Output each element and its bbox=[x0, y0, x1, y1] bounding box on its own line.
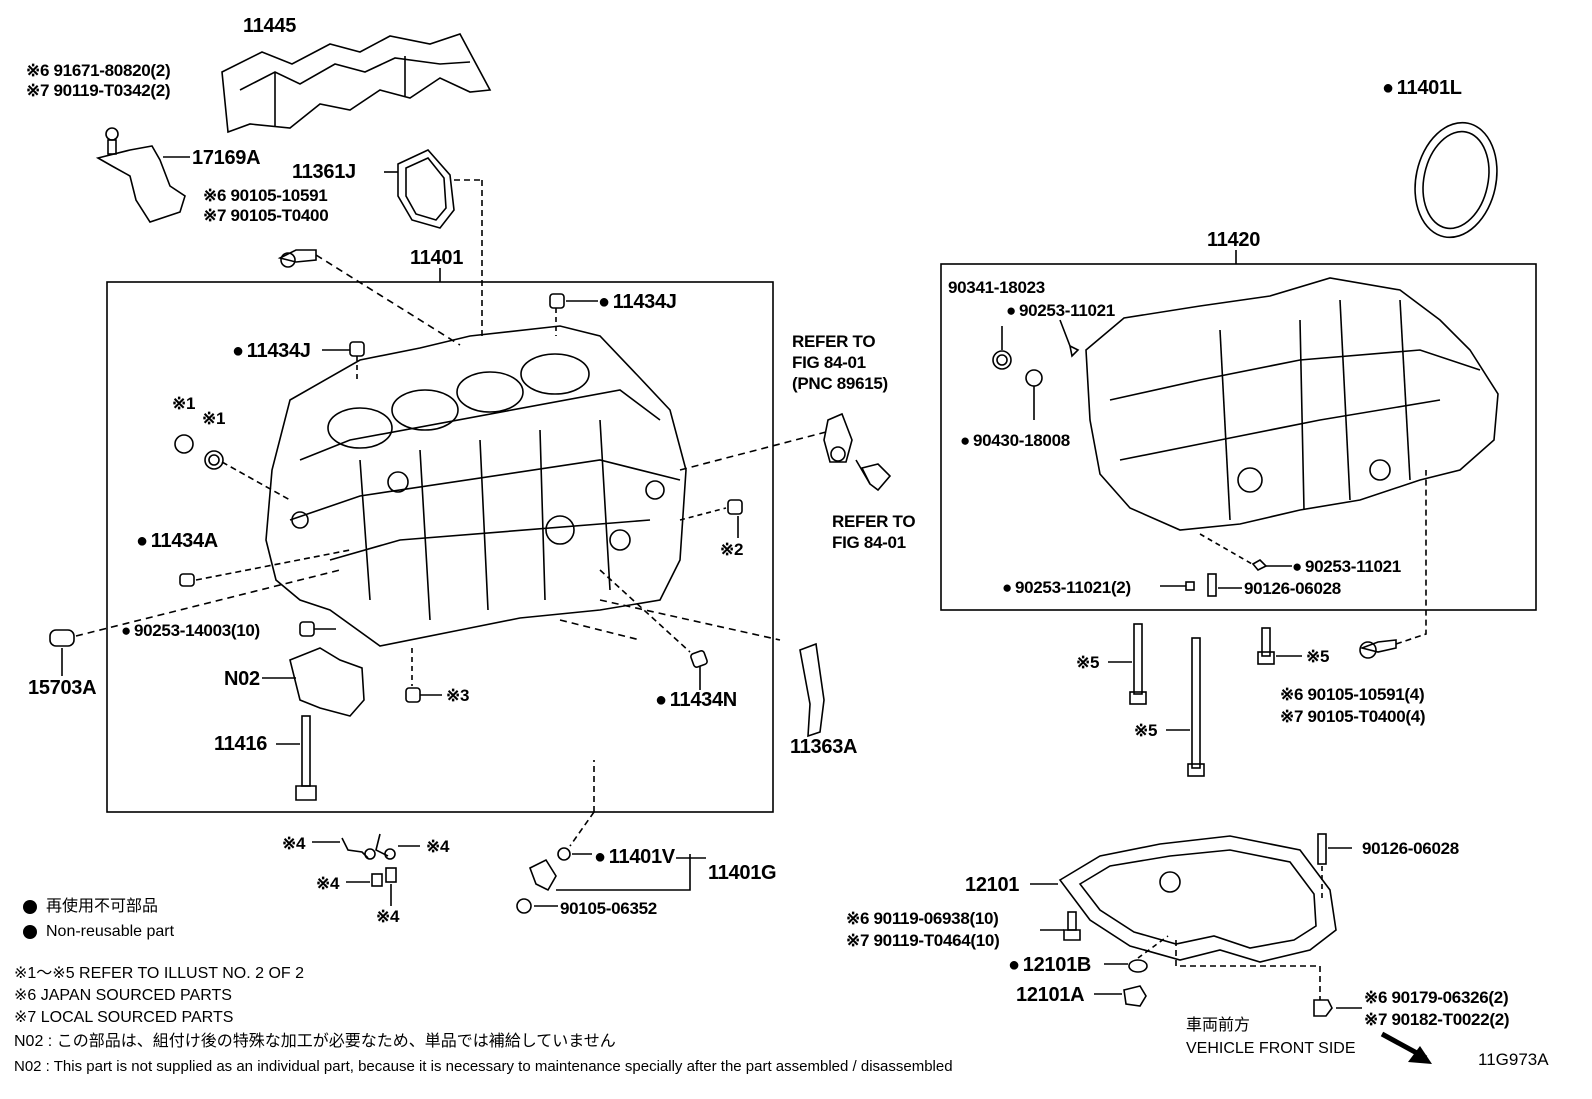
label-11434N: 11434N bbox=[655, 690, 737, 710]
label-12101B: 12101B bbox=[1008, 955, 1092, 975]
bracket-11401V-shape bbox=[528, 858, 557, 892]
label-11401: 11401 bbox=[410, 247, 464, 269]
part-N02-shape bbox=[289, 647, 365, 717]
label-star4-d: ※4 bbox=[376, 907, 400, 926]
note-5: N02 : This part is not supplied as an in… bbox=[14, 1058, 953, 1075]
label-90182-t0022: ※7 90182-T0022(2) bbox=[1364, 1010, 1510, 1029]
legend-jp: 再使用不可部品 bbox=[46, 898, 159, 915]
label-12101: 12101 bbox=[965, 874, 1020, 896]
knock-sensor-shape bbox=[823, 412, 853, 463]
label-90105-10591: ※6 90105-10591 bbox=[203, 186, 328, 205]
oil-pan-group-frame bbox=[940, 263, 1537, 611]
label-90119-t0464: ※7 90119-T0464(10) bbox=[846, 931, 1000, 950]
hose-11363A-shape bbox=[799, 642, 825, 738]
oil-pan-lower-shape bbox=[1058, 835, 1337, 963]
label-90430-18008: 90430-18008 bbox=[960, 432, 1070, 449]
label-11363A: 11363A bbox=[790, 736, 858, 758]
cylinder-bore-1 bbox=[327, 407, 393, 449]
label-star4-b: ※4 bbox=[426, 837, 450, 856]
cylinder-bore-4 bbox=[520, 353, 590, 395]
legend-dot-jp bbox=[23, 900, 37, 914]
label-star5-a: ※5 bbox=[1076, 653, 1100, 672]
oil-seal-11401L bbox=[1414, 121, 1498, 239]
label-11445: 11445 bbox=[243, 15, 297, 37]
bracket-17169A-shape bbox=[95, 145, 186, 223]
label-11416: 11416 bbox=[214, 733, 268, 755]
label-12101A: 12101A bbox=[1016, 984, 1085, 1006]
label-90105-06352: 90105-06352 bbox=[560, 899, 657, 918]
refer-2-line2: FIG 84-01 bbox=[832, 533, 906, 552]
refer-1-line2: FIG 84-01 bbox=[792, 353, 866, 372]
label-star5-c: ※5 bbox=[1134, 721, 1158, 740]
label-90105-t0400-4: ※7 90105-T0400(4) bbox=[1280, 707, 1426, 726]
label-star5-b: ※5 bbox=[1306, 647, 1330, 666]
label-90126-06028-b: 90126-06028 bbox=[1362, 839, 1459, 858]
label-star2: ※2 bbox=[720, 540, 744, 559]
label-star1-b: ※1 bbox=[202, 409, 226, 428]
oil-pan-upper-shape bbox=[1085, 277, 1499, 531]
label-11434A: 11434A bbox=[136, 531, 218, 551]
front-jp: 車両前方 bbox=[1186, 1017, 1251, 1034]
label-star4-a: ※4 bbox=[282, 834, 306, 853]
refer-2-line1: REFER TO bbox=[832, 512, 916, 531]
cylinder-block-shape bbox=[265, 325, 687, 647]
label-90126-06028-a: 90126-06028 bbox=[1244, 579, 1341, 598]
label-90253-11021-2: 90253-11021(2) bbox=[1002, 579, 1131, 596]
label-90179-06326: ※6 90179-06326(2) bbox=[1364, 988, 1509, 1007]
label-90341-18023: 90341-18023 bbox=[948, 278, 1045, 297]
refer-1-line3: (PNC 89615) bbox=[792, 374, 888, 393]
illustration-code: 11G973A bbox=[1478, 1050, 1549, 1069]
label-11420: 11420 bbox=[1207, 229, 1261, 251]
label-star1-a: ※1 bbox=[172, 394, 196, 413]
label-15703A: 15703A bbox=[28, 677, 97, 699]
label-90105-10591-4: ※6 90105-10591(4) bbox=[1280, 685, 1425, 704]
note-3: ※7 LOCAL SOURCED PARTS bbox=[14, 1009, 234, 1026]
label-90253-11021-a: 90253-11021 bbox=[1006, 302, 1115, 319]
note-4: N02 : この部品は、組付け後の特殊な加工が必要なため、単品では補給していませ… bbox=[14, 1033, 616, 1050]
label-90253-14003: 90253-14003(10) bbox=[121, 622, 260, 639]
label-90105-t0400: ※7 90105-T0400 bbox=[203, 206, 329, 225]
insulator-11445-shape bbox=[221, 33, 492, 134]
label-11401V: 11401V bbox=[594, 847, 675, 867]
vehicle-front-arrow bbox=[1408, 1046, 1432, 1064]
label-star4-c: ※4 bbox=[316, 874, 340, 893]
label-90253-11021-b: 90253-11021 bbox=[1292, 558, 1401, 575]
label-star3: ※3 bbox=[446, 686, 470, 705]
cylinder-bore-2 bbox=[391, 389, 459, 431]
label-91671: ※6 91671-80820(2) bbox=[26, 61, 171, 80]
label-90119-t0342: ※7 90119-T0342(2) bbox=[26, 81, 171, 100]
note-2: ※6 JAPAN SOURCED PARTS bbox=[14, 987, 232, 1004]
label-N02: N02 bbox=[224, 668, 260, 690]
front-en: VEHICLE FRONT SIDE bbox=[1186, 1040, 1356, 1057]
label-11401L: 11401L bbox=[1382, 78, 1462, 98]
label-17169A: 17169A bbox=[192, 147, 261, 169]
label-11361J: 11361J bbox=[292, 161, 356, 183]
gasket-11361J-shape bbox=[397, 149, 455, 229]
cylinder-bore-3 bbox=[456, 371, 524, 413]
legend-dot-en bbox=[23, 925, 37, 939]
legend-en: Non-reusable part bbox=[46, 923, 175, 940]
label-11434J-top: 11434J bbox=[598, 292, 677, 312]
note-1: ※1～※5 REFER TO ILLUST NO. 2 OF 2 bbox=[14, 965, 305, 982]
refer-1-line1: REFER TO bbox=[792, 332, 876, 351]
label-11401G: 11401G bbox=[708, 862, 777, 884]
label-90119-06938: ※6 90119-06938(10) bbox=[846, 909, 999, 928]
label-11434J-left: 11434J bbox=[232, 341, 311, 361]
